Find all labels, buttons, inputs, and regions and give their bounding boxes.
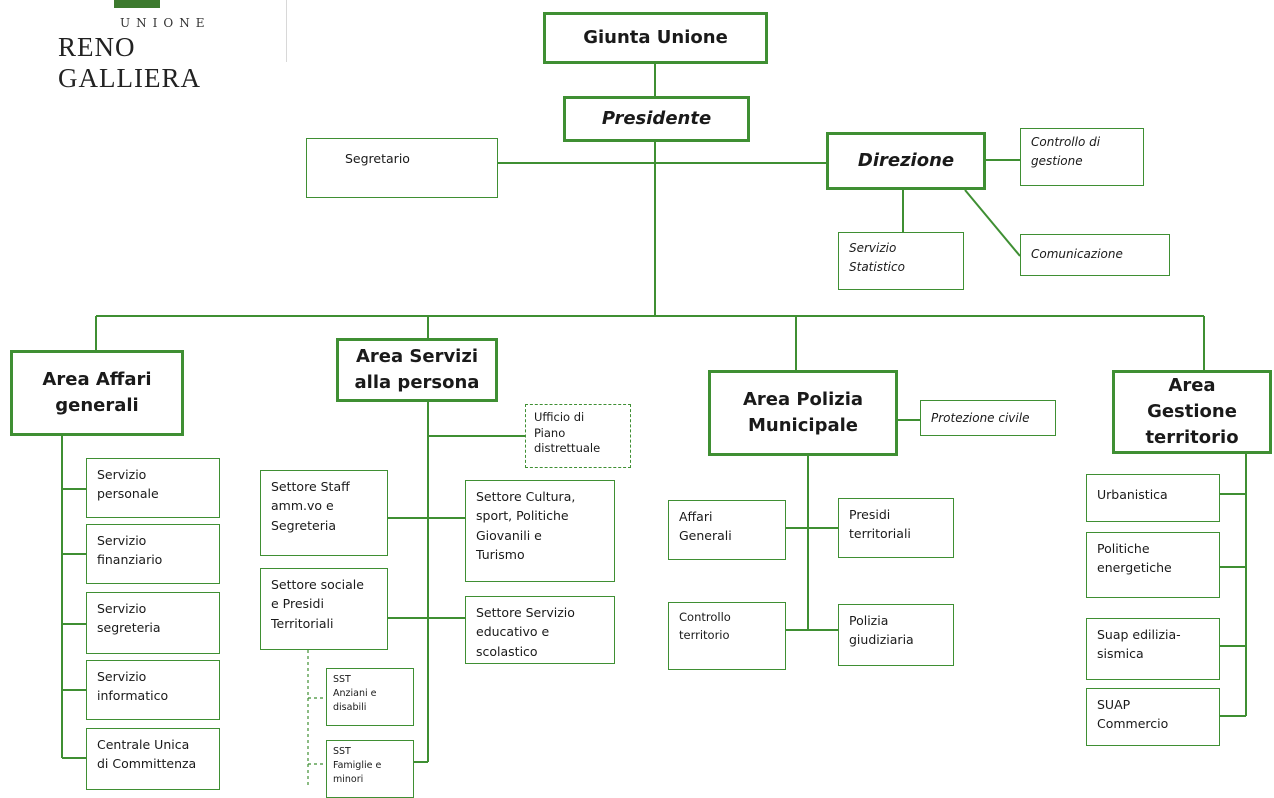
node-affari-generali-pm: Affari Generali: [668, 500, 786, 560]
node-area-servizi-persona: Area Servizi alla persona: [336, 338, 498, 402]
logo-line-2: RENO GALLIERA: [58, 32, 201, 93]
logo-emblem: [114, 0, 160, 8]
node-settore-cultura: Settore Cultura, sport, Politiche Giovan…: [465, 480, 615, 582]
node-polizia-giudiziaria: Polizia giudiziaria: [838, 604, 954, 666]
node-suap-edilizia-sismica: Suap edilizia- sismica: [1086, 618, 1220, 680]
node-politiche-energetiche: Politiche energetiche: [1086, 532, 1220, 598]
node-sst-anziani-disabili: SST Anziani e disabili: [326, 668, 414, 726]
node-urbanistica: Urbanistica: [1086, 474, 1220, 522]
node-comunicazione: Comunicazione: [1020, 234, 1170, 276]
logo-line-1: UNIONE: [120, 16, 211, 30]
node-direzione: Direzione: [826, 132, 986, 190]
node-suap-commercio: SUAP Commercio: [1086, 688, 1220, 746]
node-sst-famiglie-minori: SST Famiglie e minori: [326, 740, 414, 798]
node-presidi-territoriali: Presidi territoriali: [838, 498, 954, 558]
node-centrale-unica-committenza: Centrale Unica di Committenza: [86, 728, 220, 790]
node-settore-staff: Settore Staff amm.vo e Segreteria: [260, 470, 388, 556]
node-servizio-segreteria: Servizio segreteria: [86, 592, 220, 654]
node-segretario: Segretario: [306, 138, 498, 198]
node-area-polizia-municipale: Area Polizia Municipale: [708, 370, 898, 456]
node-servizio-finanziario: Servizio finanziario: [86, 524, 220, 584]
node-area-affari-generali: Area Affari generali: [10, 350, 184, 436]
node-servizio-informatico: Servizio informatico: [86, 660, 220, 720]
node-protezione-civile: Protezione civile: [920, 400, 1056, 436]
node-servizio-statistico: Servizio Statistico: [838, 232, 964, 290]
node-ufficio-piano-distrettuale: Ufficio di Piano distrettuale: [525, 404, 631, 468]
node-presidente: Presidente: [563, 96, 750, 142]
logo-divider: [286, 0, 287, 62]
node-controllo-territorio: Controllo territorio: [668, 602, 786, 670]
node-settore-sociale: Settore sociale e Presidi Territoriali: [260, 568, 388, 650]
unione-reno-galliera-logo: UNIONE RENO GALLIERA: [58, 0, 287, 93]
node-settore-educativo: Settore Servizio educativo e scolastico: [465, 596, 615, 664]
node-area-gestione-territorio: Area Gestione territorio: [1112, 370, 1272, 454]
node-servizio-personale: Servizio personale: [86, 458, 220, 518]
node-controllo-gestione: Controllo di gestione: [1020, 128, 1144, 186]
node-giunta-unione: Giunta Unione: [543, 12, 768, 64]
